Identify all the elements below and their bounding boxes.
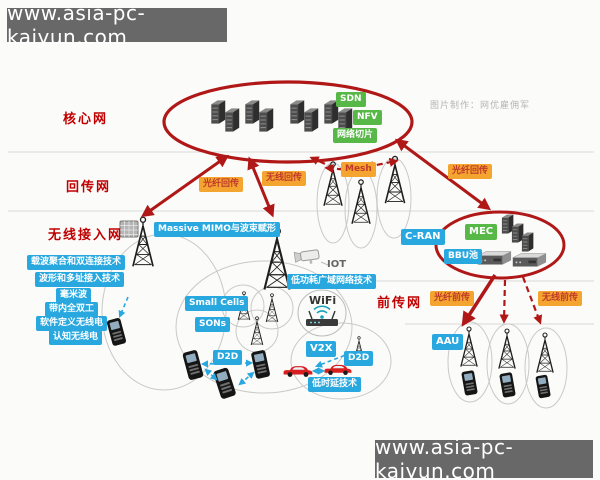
car-icon: [324, 364, 352, 375]
tech-waveform-access-tag: 波形和多址接入技术: [35, 272, 125, 287]
fiber-fronthaul-tag: 光纤前传: [430, 291, 475, 306]
layer-label-ran: 无线接入网: [48, 228, 124, 243]
small-cell-tower-icon: [250, 316, 264, 346]
low-latency-tag: 低时延技术: [308, 377, 362, 392]
red-link-arrows: [140, 138, 497, 327]
mobile-phone-icon: [250, 349, 271, 380]
sons-tag: SONs: [195, 317, 231, 332]
tech-sdr-tag: 软件定义无线电: [36, 316, 108, 331]
sdn-tag: SDN: [336, 92, 366, 107]
tech-full-duplex-tag: 带内全双工: [45, 302, 99, 317]
wifi-label: WiFi: [309, 294, 337, 307]
core-network-ellipse: [162, 80, 414, 164]
macro-tower-icon: [263, 226, 291, 291]
aau-tower-icon: [536, 332, 554, 374]
image-credit: 图片制作：网优雇佣军: [430, 101, 531, 111]
camera-iot-connector: [320, 261, 329, 266]
bbu-pool-ellipse: [434, 210, 566, 280]
watermark-banner-bottom: www.asia-pc-kaiyun.com: [375, 435, 593, 480]
network-slicing-tag: 网络切片: [333, 128, 378, 143]
car-icon: [283, 366, 313, 377]
aau-tower-icon: [460, 326, 478, 368]
bbu-pool-tag: BBU池: [444, 249, 483, 264]
layer-label-backhaul: 回传网: [66, 180, 112, 195]
mesh-tag: Mesh: [341, 162, 376, 177]
mobile-phone-icon: [499, 371, 516, 398]
wifi-router-icon: [306, 305, 338, 326]
mobile-phone-icon: [106, 317, 127, 347]
wireless-backhaul-tag: 无线回传: [262, 171, 307, 186]
fiber-backhaul-tag-right: 光纤回传: [448, 164, 493, 179]
mec-tag: MEC: [465, 224, 498, 240]
d2d-tag-right: D2D: [344, 351, 374, 366]
mobile-phone-icon: [182, 349, 204, 381]
watermark-banner-top: www.asia-pc-kaiyun.com: [7, 1, 227, 49]
core-server-farm-icon: [210, 99, 353, 133]
backhaul-tower-icon: [351, 179, 371, 225]
tech-carrier-aggregation-tag: 载波聚合和双连接技术: [27, 255, 126, 270]
mobile-phone-icon: [461, 369, 478, 396]
antenna-panel-icon: [119, 220, 139, 238]
mobile-phone-icon: [212, 367, 237, 400]
mec-server-stack-icon: [501, 214, 534, 252]
surveillance-camera-icon: [293, 249, 320, 264]
bbu-rack-icon: [477, 251, 512, 265]
coverage-cell-ellipses: [101, 157, 568, 409]
aau-tag: AAU: [432, 334, 464, 350]
iot-label: IOT: [327, 259, 347, 270]
lpwan-tag: 低功耗广域网络技术: [287, 274, 377, 289]
tech-cognitive-radio-tag: 认知无线电: [49, 330, 103, 345]
v2x-tag: V2X: [306, 341, 337, 357]
mobile-phone-icon: [535, 374, 551, 399]
aau-tower-icon: [498, 328, 516, 370]
bbu-rack-icon: [512, 253, 547, 267]
fiber-backhaul-tag-left: 光纤回传: [199, 177, 244, 192]
layer-label-fronthaul: 前传网: [377, 296, 423, 311]
massive-mimo-tag: Massive MIMO与波束赋形: [154, 222, 280, 237]
tech-mmwave-tag: 毫米波: [56, 288, 92, 303]
d2d-tag-left: D2D: [213, 350, 243, 365]
nfv-tag: NFV: [353, 110, 382, 125]
wireless-fronthaul-tag: 无线前传: [538, 291, 583, 306]
layer-label-core: 核心网: [63, 112, 109, 127]
small-cells-tag: Small Cells: [185, 296, 249, 311]
cran-tag: C-RAN: [401, 229, 445, 245]
small-cell-tower-icon: [265, 293, 279, 323]
